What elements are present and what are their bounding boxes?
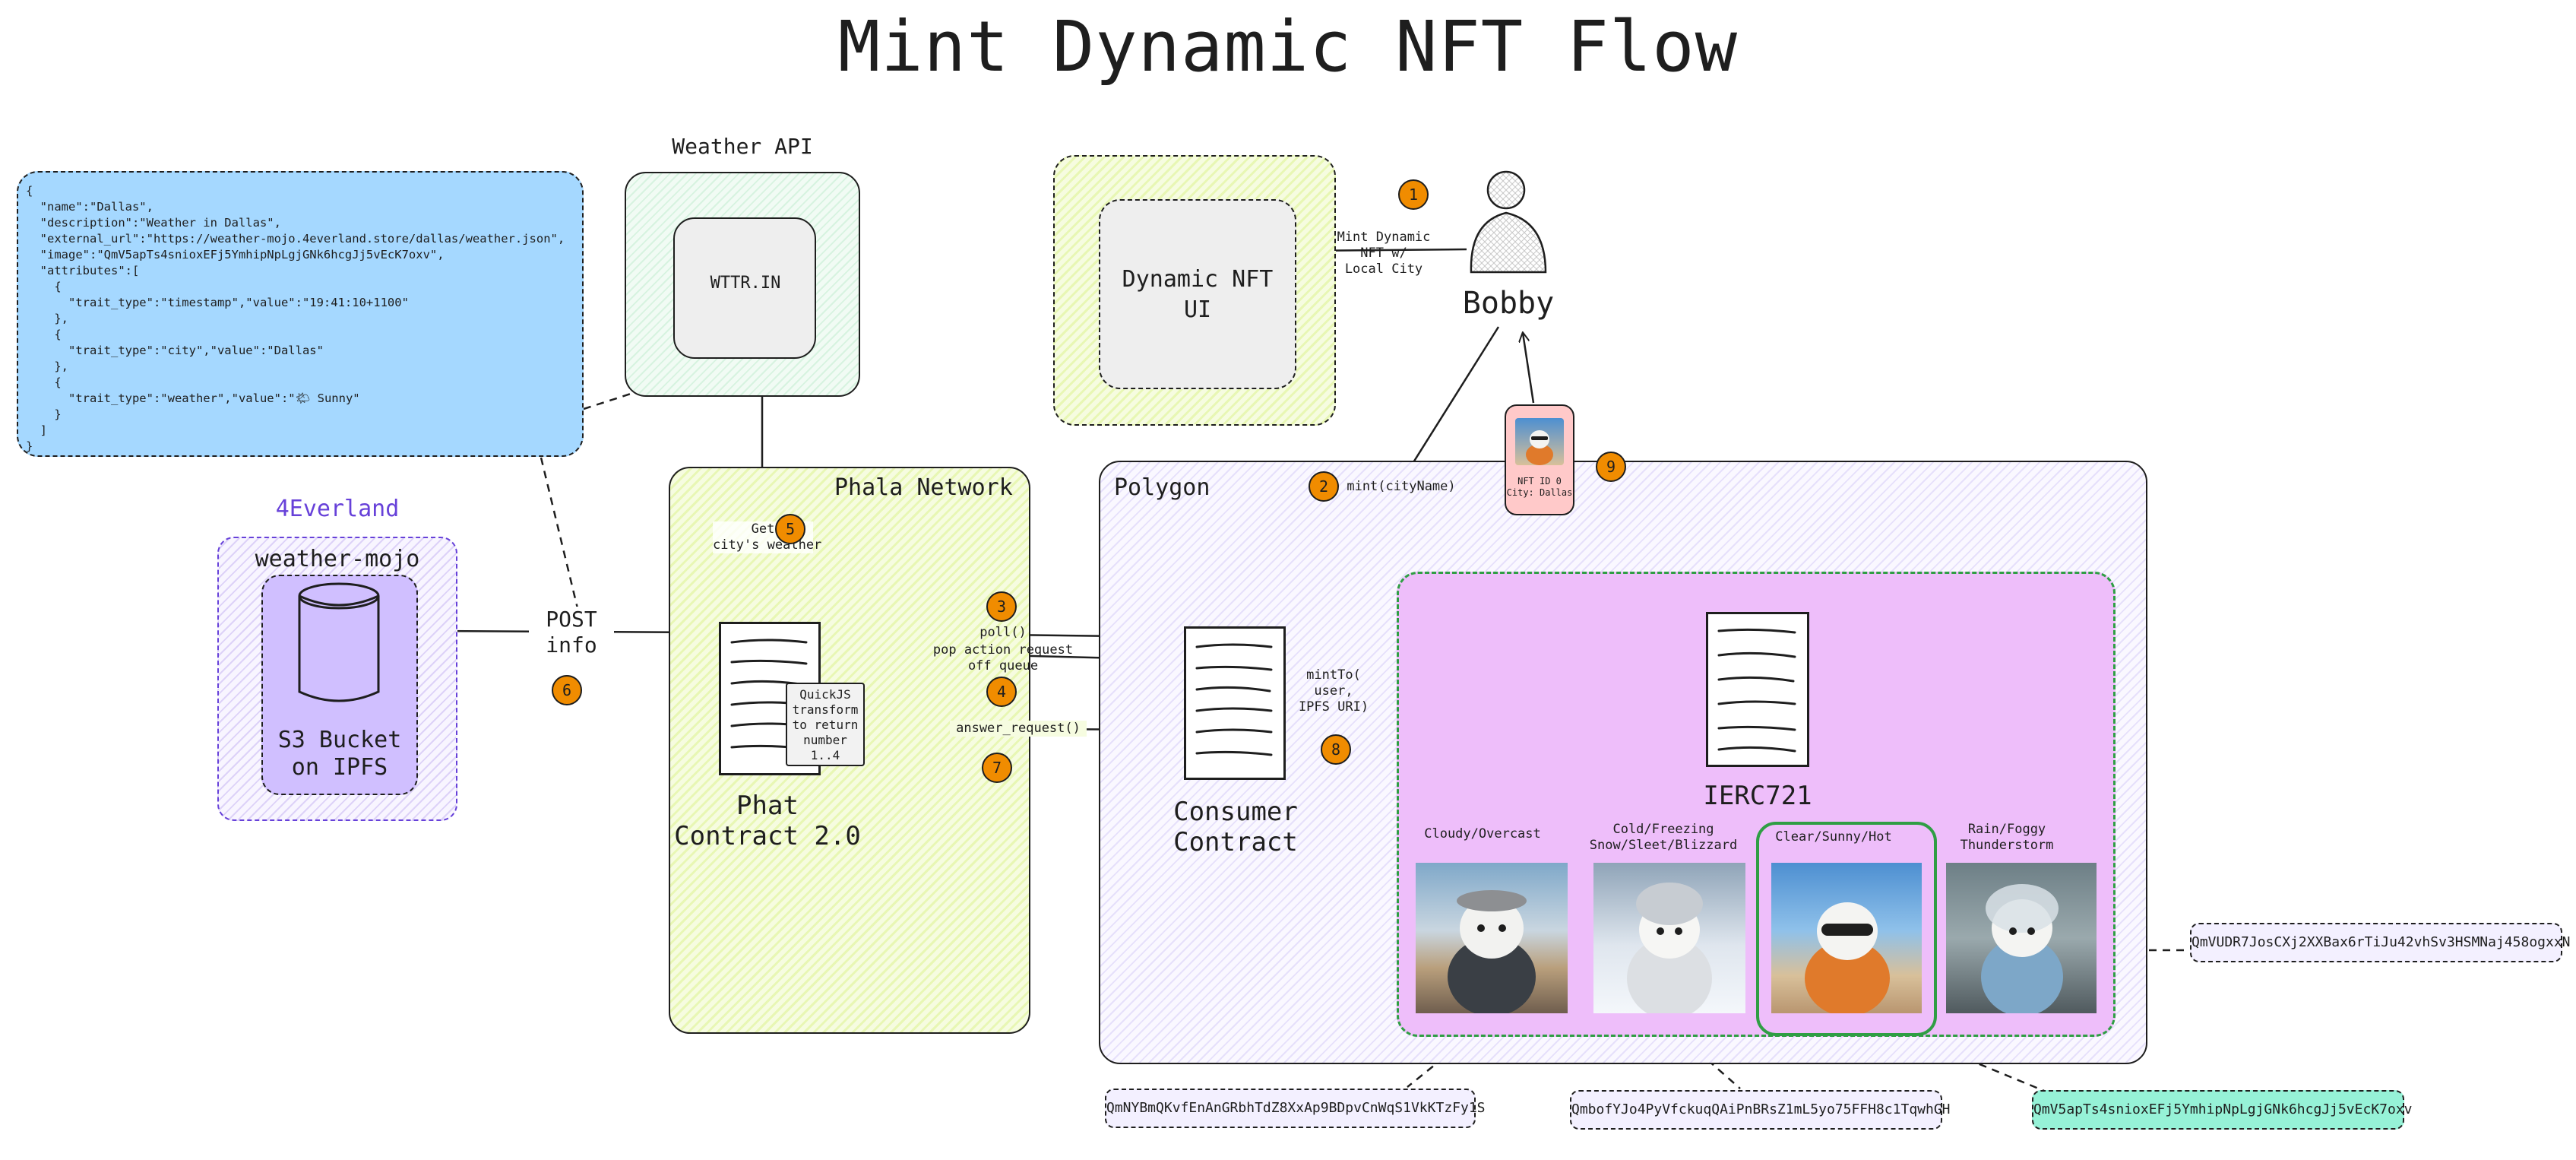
cid-snow: QmbofYJo4PyVfckuqQAiPnBRsZ1mL5yo75FFH8c1… [1570,1090,1951,1130]
step-badge-2: 2 [1309,471,1339,502]
poll-label: poll() [979,625,1027,640]
ierc721-container: IERC721 Cloudy/Overcast Cold/Freezing Sn… [1397,572,2116,1037]
four-everland-title: 4Everland [275,496,400,522]
mint-city-label: mint(cityName) [1347,479,1456,494]
nft-card-text: NFT ID 0 City: Dallas [1506,476,1573,498]
step-badge-5: 5 [775,514,805,544]
ierc721-label: IERC721 [1703,781,1812,811]
step-badge-7: 7 [982,753,1012,783]
wttr-label: WTTR.IN [710,274,781,293]
edge-nft-to-bobby [1523,333,1535,404]
phat-contract-label: Phat Contract 2.0 [674,791,861,851]
snow-dog-image [1593,863,1745,1013]
polygon-title: Polygon [1114,474,1210,501]
bucket-label: S3 Bucket on IPFS [277,727,402,781]
four-everland-container: weather-mojo S3 Bucket on IPFS [217,537,457,821]
dog-cloudy-icon [1448,890,1536,1013]
pop-action-label: pop action request off queue [932,642,1074,673]
document-lines-icon [1195,643,1273,756]
mint-ui-edge-label: Mint Dynamic NFT w/ Local City [1337,230,1431,277]
edge-json-post [540,457,579,609]
weather-api-title: Weather API [672,134,813,159]
weather-state-label: Rain/Foggy Thunderstorm [1960,822,2054,853]
nft-card: NFT ID 0 City: Dallas [1505,404,1574,515]
weather-state-label: Cold/Freezing Snow/Sleet/Blizzard [1589,822,1738,853]
rain-dog-image [1946,863,2097,1013]
selected-weather-highlight [1756,822,1937,1036]
cid-sunny: QmV5apTs4snioxEFj5YmhipNpLgjGNk6hcgJj5vE… [2032,1090,2413,1130]
metadata-json-text: { "name":"Dallas", "description":"Weathe… [26,184,565,453]
cid-rain: QmVUDR7JosCXj2XXBax6rTiJu42vhSv3HSMNaj45… [2190,923,2571,962]
dog-sunny-icon [1805,902,1890,1013]
step-badge-6: 6 [552,675,582,705]
quickjs-box: QuickJS transform to return number 1..4 [786,683,865,766]
document-lines-icon [1717,628,1796,753]
nft-card-image [1515,418,1564,465]
wttr-service-box: WTTR.IN [673,217,816,359]
metadata-json-box: { "name":"Dallas", "description":"Weathe… [17,171,584,457]
ierc721-document [1706,612,1809,767]
cid-cloudy: QmNYBmQKvfEnAnGRbhTdZ8XxAp9BDpvCnWqS1VkK… [1105,1089,1486,1128]
page-title: Mint Dynamic NFT Flow [837,6,1739,87]
dog-rain-icon [1981,884,2063,1013]
dynamic-nft-ui-box: Dynamic NFT UI [1099,199,1296,389]
dog-snow-icon [1627,883,1712,1013]
user-name: Bobby [1462,286,1555,321]
dynamic-nft-ui-container: Dynamic NFT UI [1053,155,1336,426]
s3-bucket-box: S3 Bucket on IPFS [261,575,418,795]
dog-sunny-icon [1526,430,1553,465]
bucket-name: weather-mojo [255,546,420,572]
answer-request-label: answer_request() [950,721,1087,737]
weather-state-label: Cloudy/Overcast [1424,826,1541,841]
sunny-dog-image [1771,863,1922,1013]
post-info-label: POST info [529,607,614,658]
consumer-contract-document [1184,626,1286,780]
database-icon [298,582,380,702]
quickjs-label: QuickJS transform to return number 1..4 [792,687,859,762]
step-badge-4: 4 [986,677,1017,707]
consumer-contract-label: Consumer Contract [1173,797,1298,857]
dynamic-nft-ui-label: Dynamic NFT UI [1122,266,1274,323]
user-figure-icon [1470,170,1547,274]
step-badge-9: 9 [1596,452,1626,482]
step-badge-8: 8 [1321,734,1351,765]
step-badge-1: 1 [1398,179,1429,210]
cloudy-dog-image [1416,863,1568,1013]
step-badge-3: 3 [986,591,1017,622]
mint-to-label: mintTo( user, IPFS URI) [1298,667,1369,715]
weather-state-label: Clear/Sunny/Hot [1775,829,1892,845]
phala-network-title: Phala Network [834,474,1013,501]
weather-api-container: WTTR.IN [625,172,860,397]
